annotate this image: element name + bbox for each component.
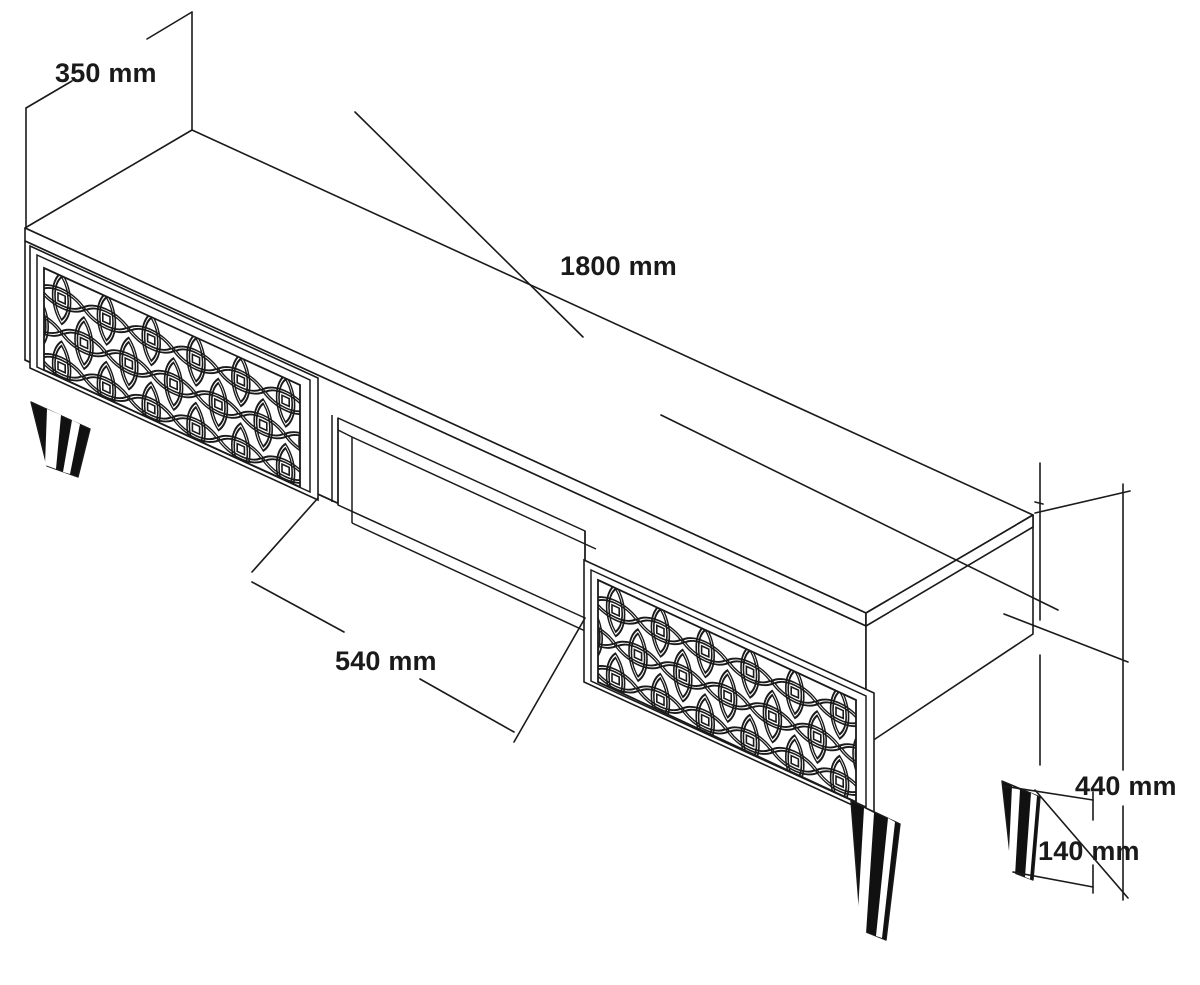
dimension-label-height: 440 mm xyxy=(1075,771,1177,801)
dimension-label-depth: 350 mm xyxy=(55,58,157,88)
dimension-label-width: 1800 mm xyxy=(560,251,677,281)
dimension-label-leg-height: 140 mm xyxy=(1038,836,1140,866)
dimension-label-door-width: 540 mm xyxy=(335,646,437,676)
